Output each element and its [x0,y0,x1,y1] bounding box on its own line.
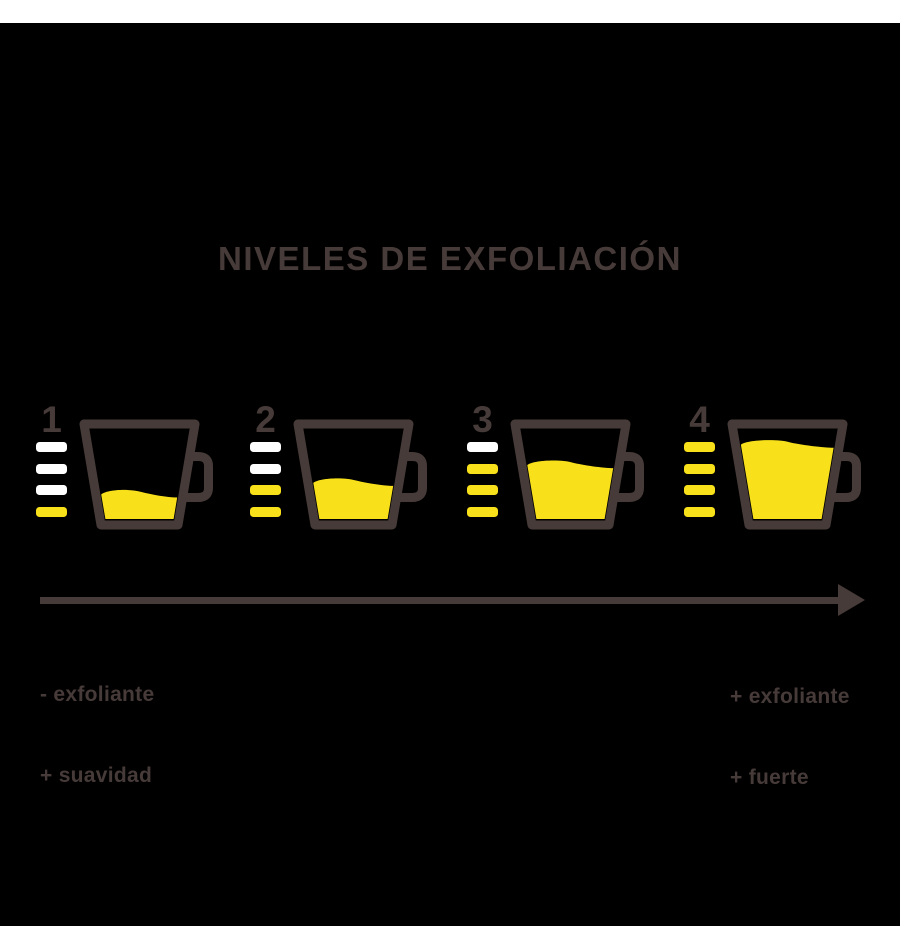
indicator-bar-inactive [36,485,67,495]
indicator-bar-active [684,506,715,517]
arrow-head-icon [838,584,865,616]
cup-handle [184,452,213,502]
level-number: 2 [255,399,276,440]
indicator-bar-active [684,485,715,495]
indicator-bar-active [684,442,715,452]
cup-body [727,419,848,530]
indicator-bar-inactive [36,463,67,474]
cup-handle [832,452,861,502]
axis-label-left-line2: + suavidad [40,764,153,787]
level-indicator-bars [20,402,80,550]
espresso-cup-icon [510,419,644,530]
indicator-bar-active [467,485,498,495]
espresso-cup-icon [79,419,213,530]
cup-liquid [313,478,394,519]
axis-label-right-line1: + exfoliante [730,685,850,708]
espresso-cup-icon [293,419,427,530]
intensity-arrow-line [40,597,840,604]
level-number: 4 [689,399,710,440]
indicator-bar-active [467,463,498,474]
indicator-bar-inactive [250,463,281,474]
level-indicator-bars [234,402,294,550]
indicator-bar-inactive [467,442,498,452]
axis-label-left-line1: - exfoliante [40,683,155,706]
espresso-cup-icon [727,419,861,530]
cup-liquid [101,489,178,519]
axis-label-right: + exfoliante + fuerte [730,629,850,818]
level-indicator-bars [668,402,728,550]
level-group-3: 3 [451,399,666,550]
cup-body [79,419,200,530]
level-number: 3 [472,399,493,440]
level-number: 1 [41,399,62,440]
cup-liquid [740,440,834,519]
indicator-bar-active [250,485,281,495]
indicator-bar-inactive [36,442,67,452]
cup-liquid [527,460,614,519]
cup-body [510,419,631,530]
level-group-2: 2 [234,399,449,550]
axis-label-left: - exfoliante + suavidad [40,627,154,816]
level-group-4: 4 [668,399,883,550]
page-title: NIVELES DE EXFOLIACIÓN [218,240,682,277]
level-indicator-bars [451,402,511,550]
cup-body [293,419,414,530]
cup-handle [615,452,644,502]
axis-label-right-line2: + fuerte [730,766,809,789]
cup-handle [398,452,427,502]
indicator-bar-inactive [250,442,281,452]
indicator-bar-active [684,463,715,474]
indicator-bar-active [36,506,67,517]
level-group-1: 1 [20,399,235,550]
indicator-bar-active [467,506,498,517]
indicator-bar-active [250,506,281,517]
